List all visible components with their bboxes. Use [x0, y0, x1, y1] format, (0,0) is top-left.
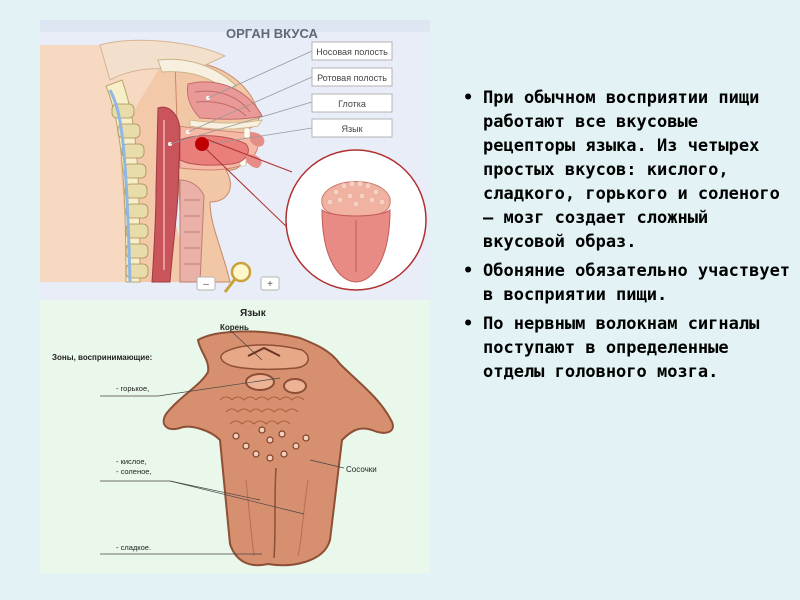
tongue-title: Язык — [240, 308, 267, 319]
bullet-item: • При обычном восприятии пищи работают в… — [463, 86, 793, 254]
zone-salty-label: - соленое, — [116, 467, 152, 476]
svg-text:Глотка: Глотка — [338, 99, 366, 109]
magnifier-icon[interactable] — [223, 261, 252, 293]
svg-text:Носовая полость: Носовая полость — [316, 47, 388, 57]
figure-title: ОРГАН ВКУСА — [226, 26, 319, 41]
zones-heading: Зоны, воспринимающие: — [52, 353, 152, 362]
tongue-zones-figure: Язык Корень Зоны, воспринимающие: - горь… — [40, 300, 430, 573]
bullet-list: • При обычном восприятии пищи работают в… — [463, 86, 793, 389]
tongue-shape — [162, 330, 394, 567]
root-label: Корень — [220, 323, 249, 332]
zoom-out-button[interactable]: – — [196, 276, 216, 291]
taste-organ-figure: ОРГАН ВКУСА — [40, 20, 430, 300]
zone-bitter-label: - горькое, — [116, 384, 149, 393]
zone-sour-label: - кислое, — [116, 457, 147, 466]
tongue-illustration: Язык Корень Зоны, воспринимающие: - горь… — [40, 300, 430, 573]
svg-text:–: – — [203, 279, 209, 290]
label-tongue: Язык — [311, 118, 393, 138]
anatomy-labels: Носовая полость Ротовая полость Глотка Я… — [311, 41, 393, 138]
label-nasal-cavity: Носовая полость — [311, 41, 393, 61]
label-oral-cavity: Ротовая полость — [311, 67, 393, 87]
label-pharynx: Глотка — [311, 93, 393, 113]
bullet-item: • По нервным волокнам сигналы поступают … — [463, 312, 793, 384]
zone-sweet-label: - сладкое. — [116, 543, 151, 552]
tongue-highlight-marker — [195, 137, 209, 151]
tongue-zoom-circle — [285, 149, 427, 291]
bullet-text: При обычном восприятии пищи работают все… — [483, 88, 780, 252]
head-section-illustration: ОРГАН ВКУСА — [40, 20, 430, 300]
bullet-text: По нервным волокнам сигналы поступают в … — [483, 314, 760, 382]
bullet-dot-icon: • — [463, 261, 474, 281]
zoom-in-button[interactable]: + — [260, 276, 280, 291]
papillae-label: Сосочки — [346, 465, 377, 474]
bullet-dot-icon: • — [463, 314, 474, 334]
svg-text:Язык: Язык — [341, 124, 362, 134]
bullet-dot-icon: • — [463, 88, 474, 108]
svg-text:+: + — [267, 279, 273, 290]
bullet-text: Обоняние обязательно участвует в восприя… — [483, 261, 791, 305]
svg-text:Ротовая полость: Ротовая полость — [317, 73, 387, 83]
bullet-item: • Обоняние обязательно участвует в воспр… — [463, 259, 793, 307]
